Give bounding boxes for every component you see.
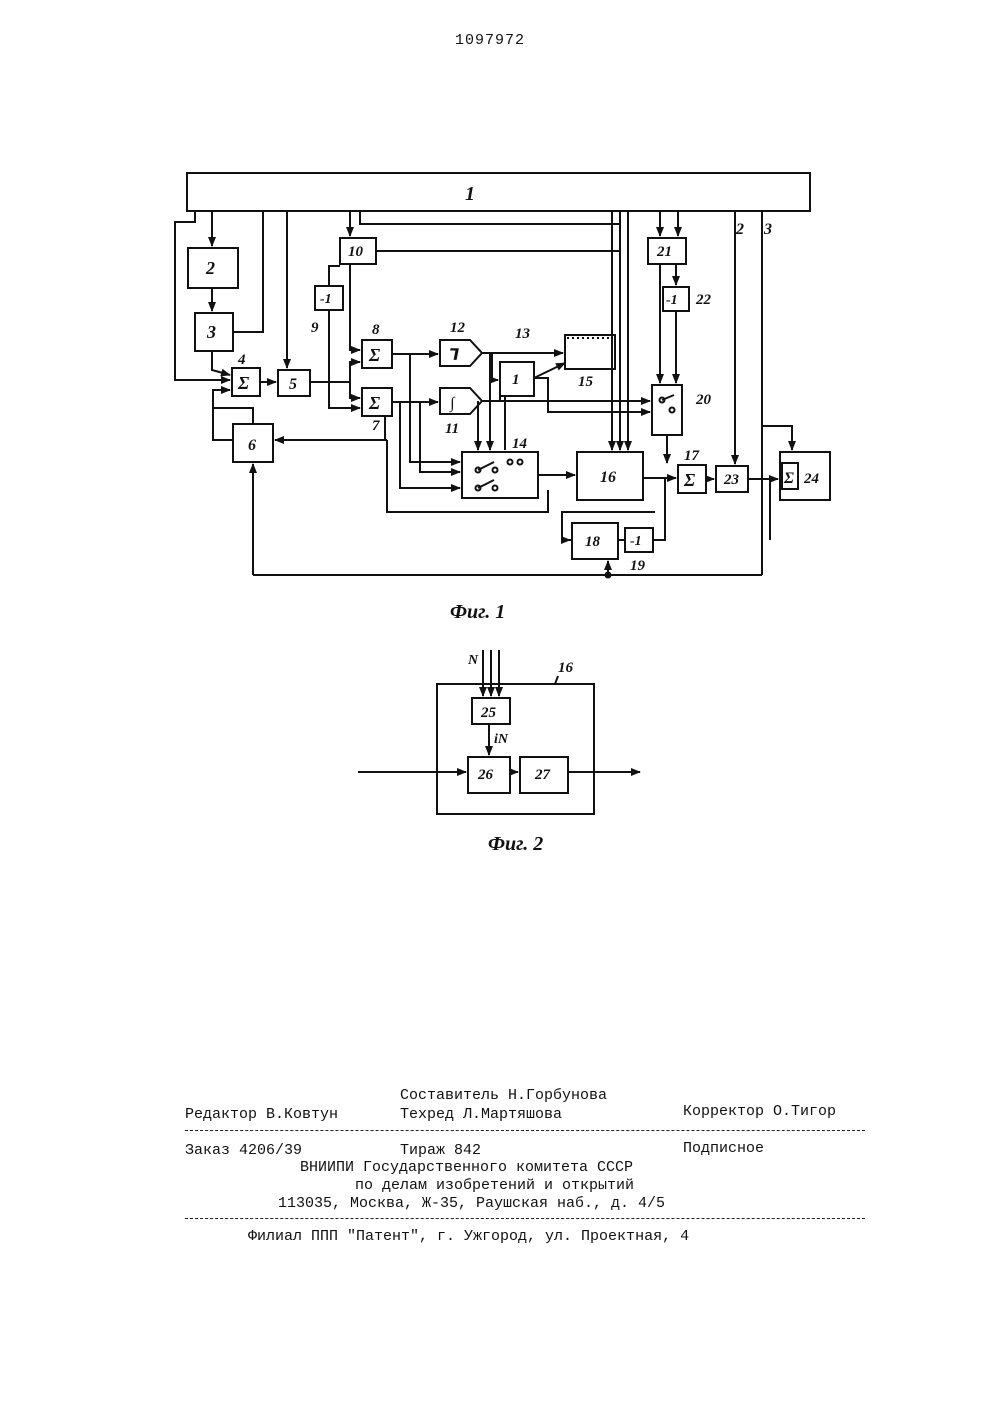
block-23-label: 23 <box>723 472 740 488</box>
block-20-switch <box>652 385 682 435</box>
block-24-sigma: Σ <box>783 470 794 487</box>
figure-2-caption: Фиг. 2 <box>488 833 543 855</box>
block-8-sigma: Σ <box>368 345 380 365</box>
subscription-line: Подписное <box>683 1140 764 1157</box>
block-1-label: 1 <box>465 183 475 205</box>
block-18-label: 18 <box>585 534 601 550</box>
block-6-label: 6 <box>248 437 256 454</box>
block-3-label: 3 <box>206 322 216 342</box>
block-27-label: 27 <box>534 767 551 783</box>
ref-3: 3 <box>763 221 772 238</box>
circuit-diagram: 1 2 3 Σ 5 6 -1 10 Σ Σ ⅂ ∫ 1 16 Σ 18 -1 2… <box>0 0 1000 900</box>
ref-8: 8 <box>372 322 380 338</box>
block-25-label: 25 <box>480 705 497 721</box>
block-12-symbol: ⅂ <box>450 347 459 364</box>
block-12-threshold <box>440 340 482 366</box>
figure-1-caption: Фиг. 1 <box>450 601 505 623</box>
ref-19: 19 <box>630 558 646 574</box>
ref-24: 24 <box>803 471 820 487</box>
divider-bottom <box>185 1218 865 1219</box>
block-2-label: 2 <box>205 258 215 278</box>
block-22-text: -1 <box>666 293 678 308</box>
block-21-label: 21 <box>656 244 672 260</box>
fig2-input-n: N <box>467 653 479 668</box>
block-17-sigma: Σ <box>683 470 695 490</box>
block-19-text: -1 <box>630 534 642 549</box>
ref-15: 15 <box>578 374 594 390</box>
compiler-line: Составитель Н.Горбунова <box>400 1087 607 1104</box>
block-7-sigma: Σ <box>368 393 380 413</box>
block-13-text: 1 <box>512 372 520 388</box>
editor-line: Редактор В.Ковтун <box>185 1106 338 1123</box>
block-16-label: 16 <box>600 469 616 486</box>
address-line: 113035, Москва, Ж-35, Раушская наб., д. … <box>278 1195 665 1212</box>
org-line-1: ВНИИПИ Государственного комитета СССР <box>300 1159 633 1176</box>
order-line: Заказ 4206/39 <box>185 1142 302 1159</box>
ref-12: 12 <box>450 320 466 336</box>
fig2-index-label: iN <box>494 732 509 747</box>
block-9-text: -1 <box>320 292 332 307</box>
block-15 <box>565 335 615 369</box>
corrector-line: Корректор О.Тигор <box>683 1103 836 1120</box>
fig2-block-16-label: 16 <box>558 660 574 676</box>
ref-9: 9 <box>311 320 319 336</box>
block-26-label: 26 <box>477 767 494 783</box>
ref-2: 2 <box>735 221 744 238</box>
ref-17: 17 <box>684 448 700 464</box>
ref-4: 4 <box>237 352 246 368</box>
ref-22: 22 <box>695 292 712 308</box>
block-5-label: 5 <box>289 376 297 393</box>
block-14-switch <box>462 452 538 498</box>
ref-7: 7 <box>372 418 380 434</box>
branch-line: Филиал ППП "Патент", г. Ужгород, ул. Про… <box>248 1228 689 1245</box>
block-4-sigma: Σ <box>237 373 249 393</box>
org-line-2: по делам изобретений и открытий <box>355 1177 634 1194</box>
ref-13: 13 <box>515 326 531 342</box>
figure-1 <box>175 173 830 578</box>
ref-14: 14 <box>512 436 528 452</box>
block-1 <box>187 173 810 211</box>
ref-11: 11 <box>445 421 459 437</box>
block-11-integrator <box>440 388 482 414</box>
divider-top <box>185 1130 865 1131</box>
techred-line: Техред Л.Мартяшова <box>400 1106 562 1123</box>
fig2-block-16-outline <box>437 684 594 814</box>
block-11-symbol: ∫ <box>449 395 456 413</box>
ref-20: 20 <box>695 392 712 408</box>
block-10-label: 10 <box>348 244 364 260</box>
circulation-line: Тираж 842 <box>400 1142 481 1159</box>
